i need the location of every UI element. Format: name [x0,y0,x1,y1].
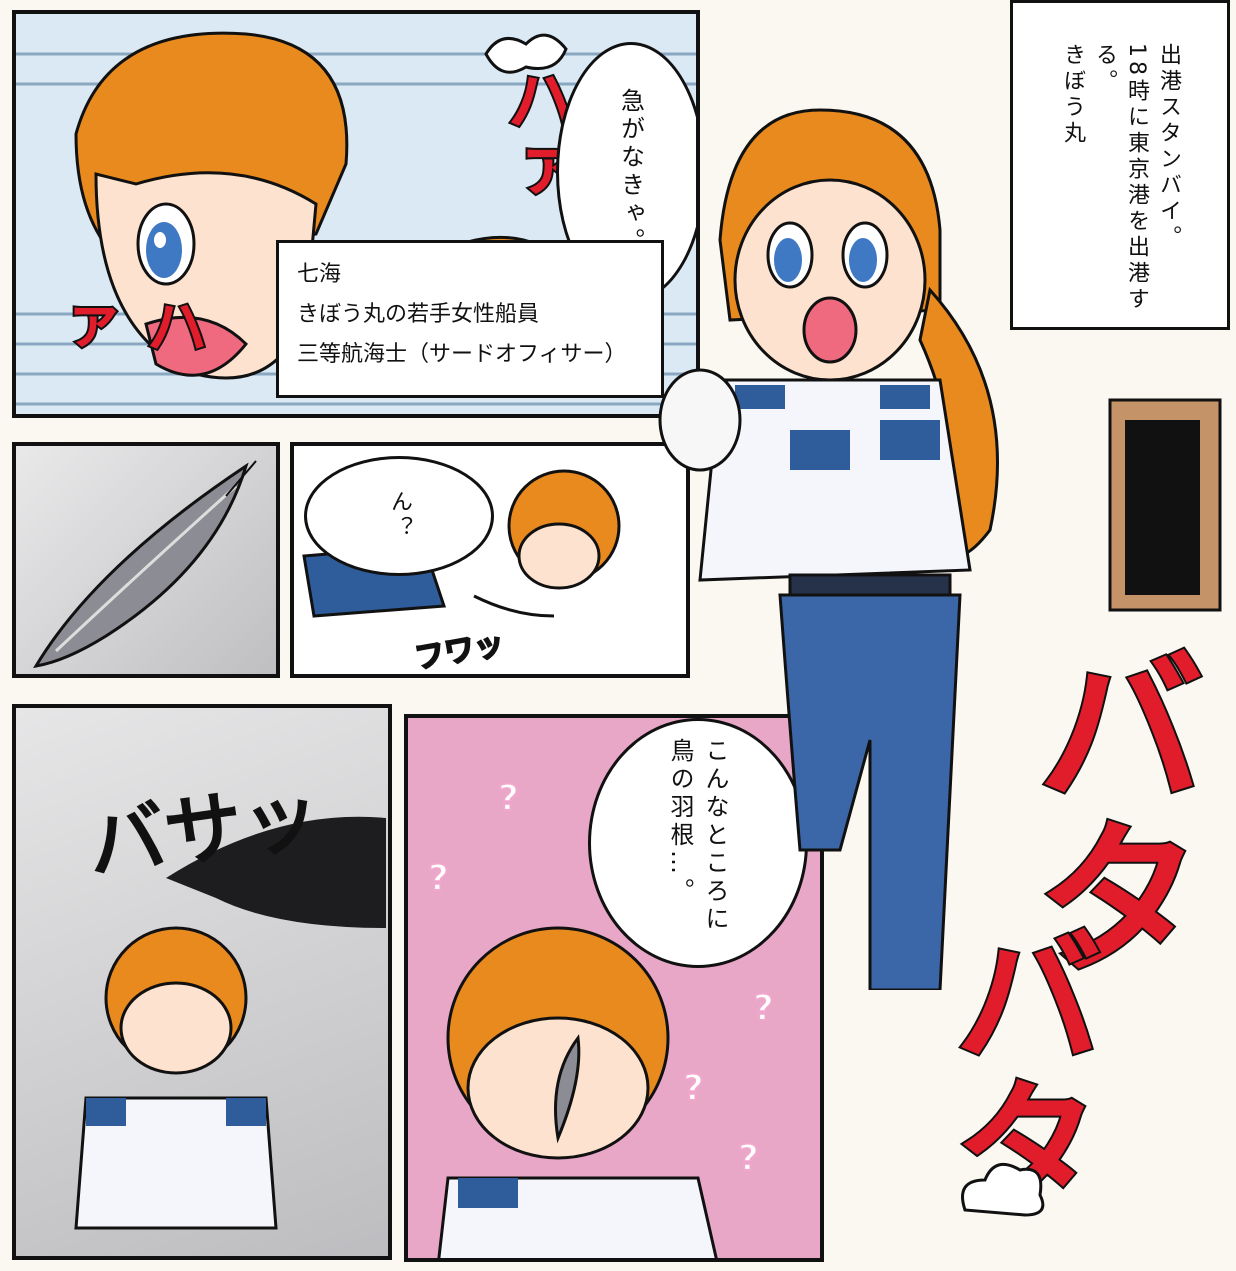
panel-5-art [437,926,718,1258]
speech-text-hurry: 急がなきゃ。 [616,88,645,256]
door-frame [1108,398,1222,612]
caption-line-2: 18時に東京港を出港する。 [1092,43,1149,313]
question-mark-3: ? [752,987,775,1030]
speech-bubble-huh: ん？ [304,456,494,576]
caption-line-3: 出港スタンバイ。 [1156,43,1181,251]
panel-3-art [302,469,621,618]
caption-line-1: きぼう丸 [1060,43,1085,147]
sfx-haa-bottom: ハァ [43,292,210,358]
speech-text-feather: こんなところに鳥の羽根…。 [666,738,729,934]
speech-text-huh: ん？ [387,490,412,542]
main-running-figure [658,108,999,990]
panel-2-feather [12,442,280,678]
panel-4: バサッ [12,704,392,1260]
question-mark-5: ? [737,1137,760,1180]
caption-top-right: きぼう丸 18時に東京港を出港する。 出港スタンバイ。 [1010,0,1230,330]
intro-rank: 三等航海士（サードオフィサー） [297,342,627,367]
panel-5: ? ? ? ? ? こんなところに鳥の羽根…。 [404,714,824,1262]
sfx-bata-1: バタ [1004,638,1206,982]
panel-1: ハァ ハァ 急がなきゃ。 [12,10,700,418]
dust-cloud [961,1162,1045,1217]
question-mark-1: ? [497,777,520,820]
panel-1-art [16,31,696,406]
panel-3: ん？ フワッ [290,442,690,678]
panel-4-art [74,816,386,1230]
intro-role: きぼう丸の若手女性船員 [297,302,540,327]
character-intro-box: 七海 きぼう丸の若手女性船員 三等航海士（サードオフィサー） [276,240,664,398]
feather-image [33,460,257,669]
intro-name: 七海 [297,262,342,287]
question-mark-2: ? [427,857,450,900]
question-mark-4: ? [682,1067,705,1110]
